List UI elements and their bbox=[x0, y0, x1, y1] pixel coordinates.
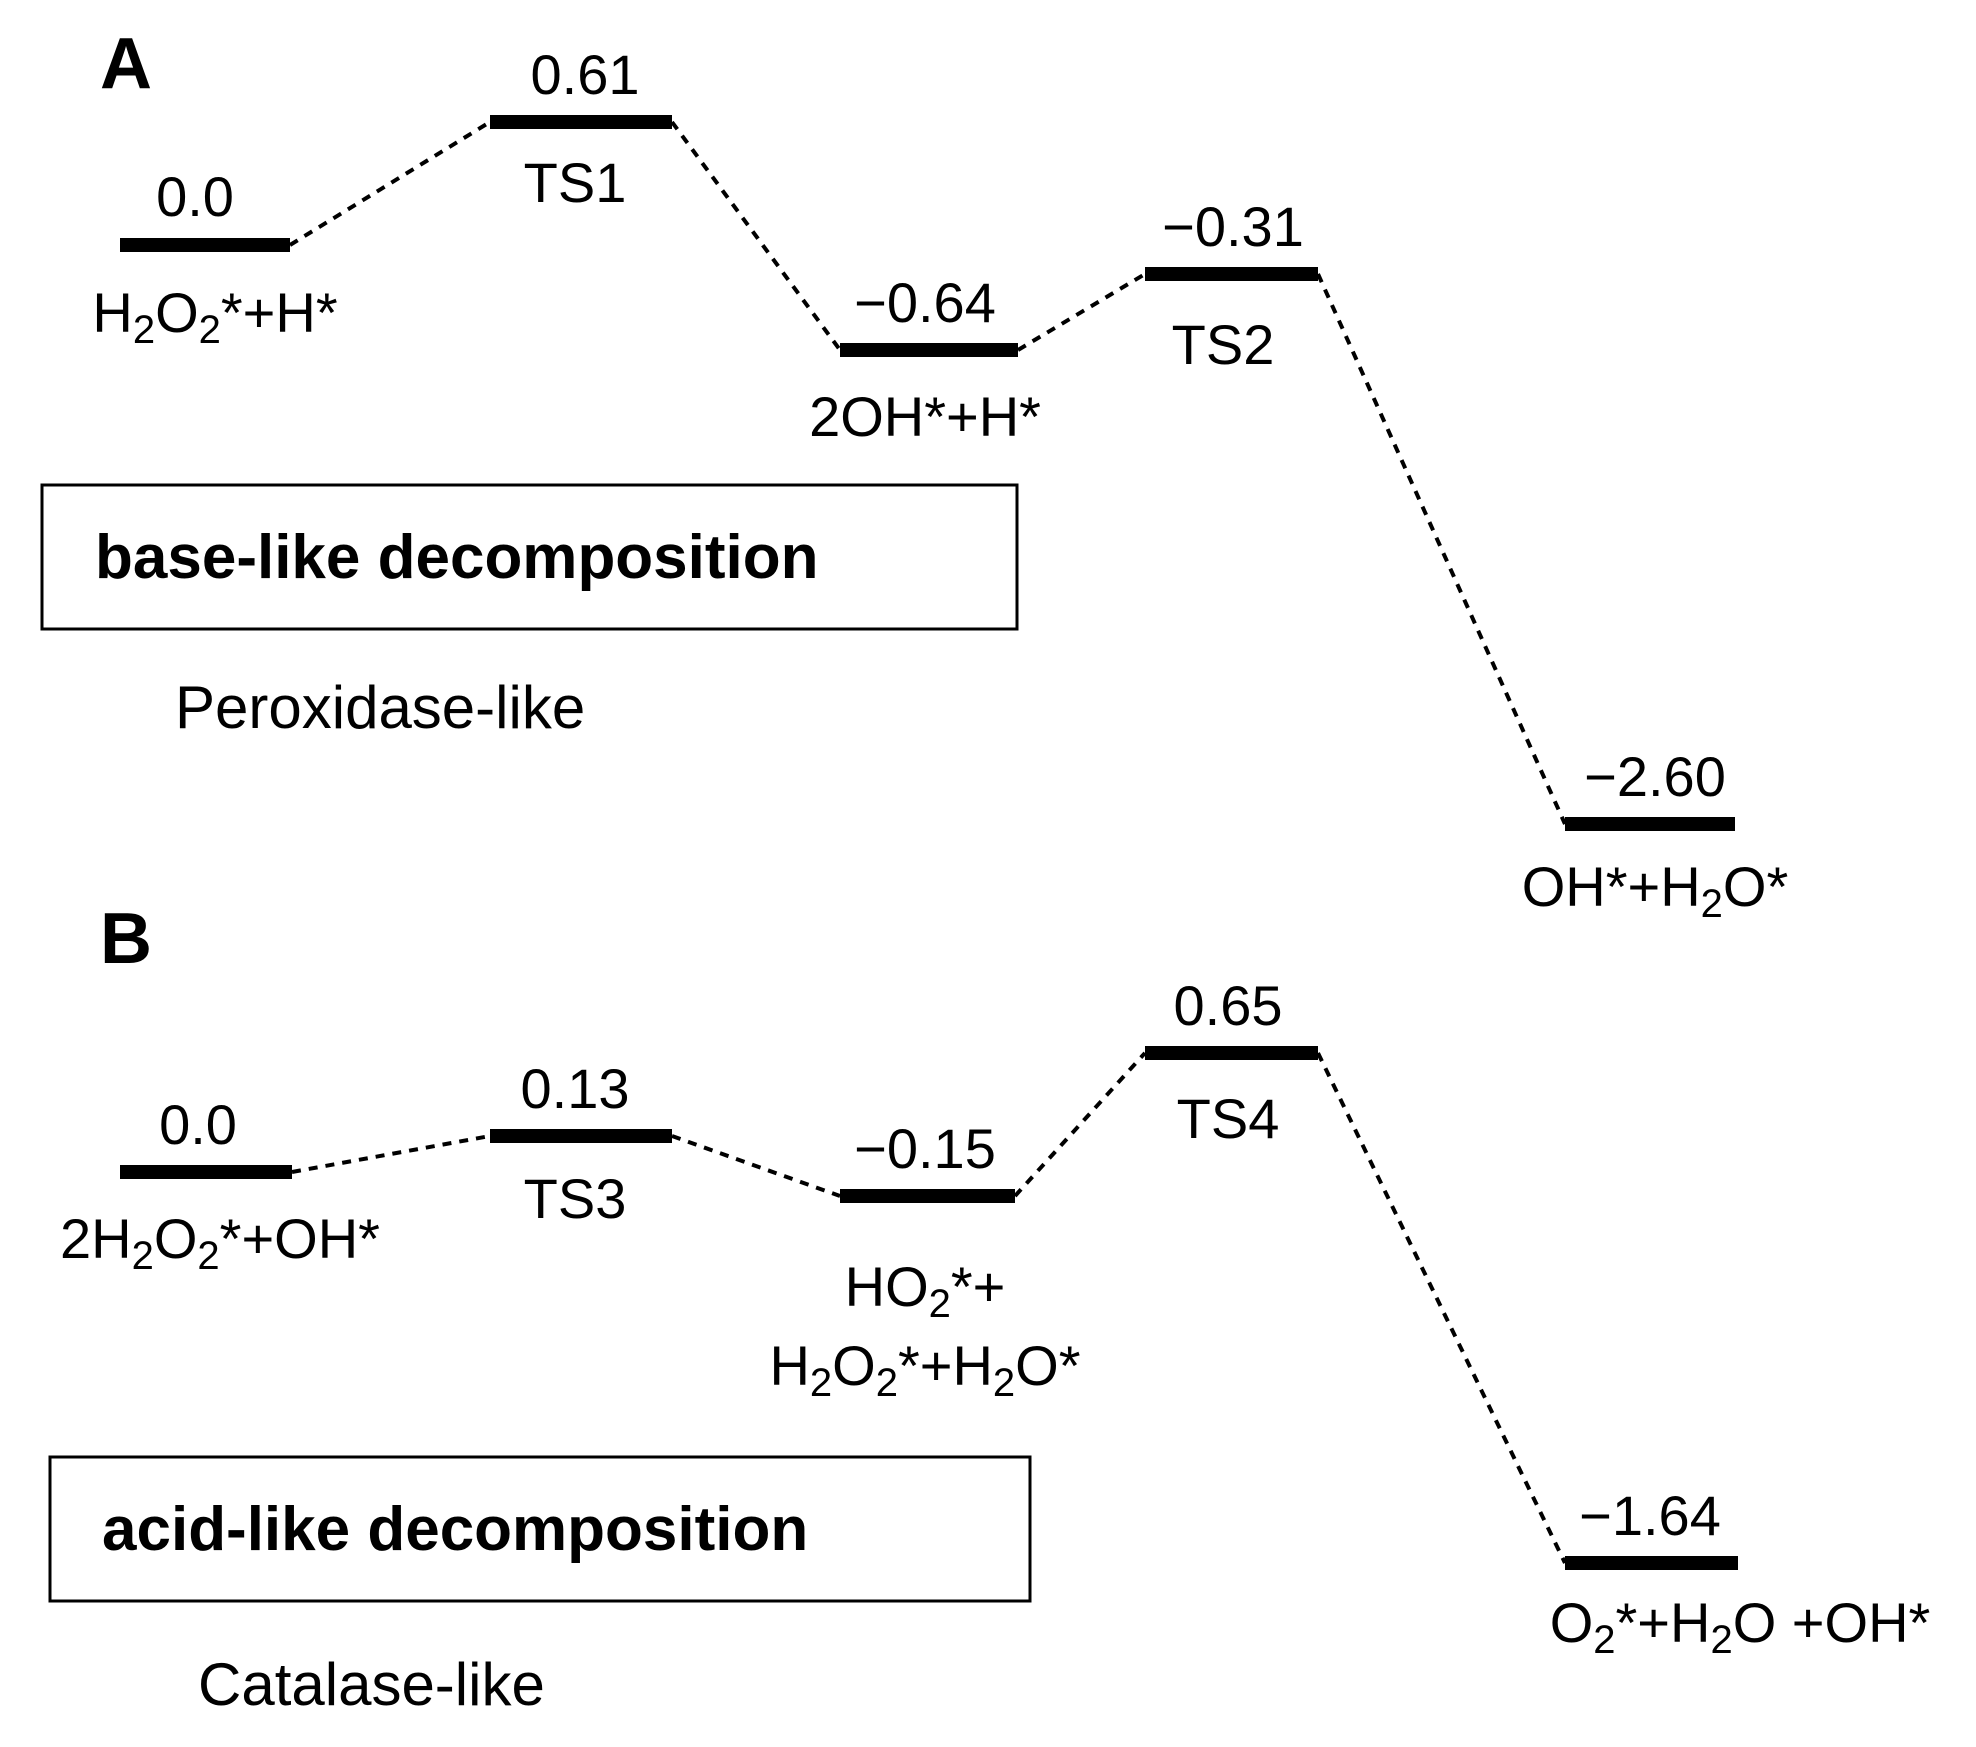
transition-state-label: TS4 bbox=[1177, 1087, 1280, 1150]
connector-b-3 bbox=[1013, 1051, 1147, 1198]
label-text: 2H bbox=[60, 1207, 132, 1270]
label-text: O bbox=[155, 281, 199, 344]
connector-b-2 bbox=[671, 1134, 841, 1198]
subscript: 2 bbox=[1710, 1618, 1732, 1662]
label-text: TS2 bbox=[1172, 313, 1275, 376]
energy-value: −0.31 bbox=[1162, 195, 1304, 258]
mechanism-title-a: base-like decomposition bbox=[95, 523, 819, 592]
level-a-1: 0.61 TS1 bbox=[490, 43, 672, 214]
label-text: O bbox=[154, 1207, 198, 1270]
panel-letter-b: B bbox=[100, 899, 152, 979]
species-label: HO2*+ bbox=[845, 1255, 1006, 1326]
level-b-0: 0.0 2H2O2*+OH* bbox=[60, 1093, 380, 1278]
label-text: O bbox=[832, 1334, 876, 1397]
subscript: 2 bbox=[929, 1282, 951, 1326]
level-a-3: −0.31 TS2 bbox=[1145, 195, 1318, 376]
label-text: *+H* bbox=[221, 281, 338, 344]
label-text: *+H bbox=[898, 1334, 993, 1397]
energy-value: 0.0 bbox=[159, 1093, 237, 1156]
enzyme-like-label-b: Catalase-like bbox=[198, 1651, 545, 1718]
label-text: TS3 bbox=[524, 1167, 627, 1230]
connector-a-2 bbox=[670, 120, 842, 352]
label-text: OH*+H bbox=[1522, 855, 1701, 918]
level-a-4: −2.60 OH*+H2O* bbox=[1522, 745, 1789, 926]
level-b-2: −0.15 HO2*+ H2O2*+H2O* bbox=[769, 1117, 1080, 1405]
transition-state-label: TS3 bbox=[524, 1167, 627, 1230]
label-text: *+ bbox=[951, 1255, 1006, 1318]
subscript: 2 bbox=[197, 1234, 219, 1278]
panel-b: B 0.0 2H2O2*+OH* 0.13 TS3 −0.15 HO2*+ H2… bbox=[48, 899, 1931, 1718]
energy-value: 0.0 bbox=[156, 165, 234, 228]
subscript: 2 bbox=[133, 308, 155, 352]
label-text: TS1 bbox=[524, 151, 627, 214]
label-text: O bbox=[1550, 1591, 1594, 1654]
connector-a-1 bbox=[288, 120, 492, 247]
subscript: 2 bbox=[1701, 882, 1723, 926]
level-a-0: 0.0 H2O2*+H* bbox=[92, 165, 337, 352]
level-b-4: −1.64 O2*+H2O +OH* bbox=[1550, 1484, 1931, 1662]
label-text: O* bbox=[1723, 855, 1788, 918]
subscript: 2 bbox=[132, 1234, 154, 1278]
label-text: H bbox=[769, 1334, 809, 1397]
label-text: *+OH* bbox=[220, 1207, 380, 1270]
label-text: 2OH*+H* bbox=[809, 385, 1041, 448]
subscript: 2 bbox=[1593, 1618, 1615, 1662]
connector-a-4 bbox=[1316, 273, 1567, 825]
connector-b-1 bbox=[291, 1134, 491, 1174]
energy-value: −0.64 bbox=[854, 271, 996, 334]
transition-state-label: TS1 bbox=[524, 151, 627, 214]
level-b-1: 0.13 TS3 bbox=[490, 1057, 672, 1230]
subscript: 2 bbox=[993, 1361, 1015, 1405]
species-label: H2O2*+H* bbox=[92, 281, 337, 352]
enzyme-like-label-a: Peroxidase-like bbox=[175, 674, 585, 741]
energy-value: −1.64 bbox=[1579, 1484, 1721, 1547]
energy-value: −0.15 bbox=[854, 1117, 996, 1180]
label-text: O* bbox=[1015, 1334, 1080, 1397]
mechanism-box-b bbox=[48, 1455, 1032, 1603]
energy-value: 0.65 bbox=[1174, 974, 1283, 1037]
mechanism-box-a bbox=[40, 483, 1019, 631]
transition-state-label: TS2 bbox=[1172, 313, 1275, 376]
panel-letter-a: A bbox=[100, 24, 152, 104]
energy-value: 0.61 bbox=[531, 43, 640, 106]
energy-value: 0.13 bbox=[521, 1057, 630, 1120]
connector-a-3 bbox=[1016, 272, 1147, 352]
species-label-line2: H2O2*+H2O* bbox=[769, 1334, 1080, 1405]
label-text: O +OH* bbox=[1733, 1591, 1931, 1654]
energy-value: −2.60 bbox=[1584, 745, 1726, 808]
subscript: 2 bbox=[810, 1361, 832, 1405]
subscript: 2 bbox=[876, 1361, 898, 1405]
label-text: HO bbox=[845, 1255, 929, 1318]
panel-a: A 0.0 H2O2*+H* 0.61 TS1 −0.64 2OH*+H* −0… bbox=[40, 24, 1789, 926]
species-label: 2OH*+H* bbox=[809, 385, 1041, 448]
species-label: 2H2O2*+OH* bbox=[60, 1207, 380, 1278]
mechanism-title-b: acid-like decomposition bbox=[102, 1495, 808, 1564]
label-text: TS4 bbox=[1177, 1087, 1280, 1150]
species-label: OH*+H2O* bbox=[1522, 855, 1789, 926]
label-text: H bbox=[92, 281, 132, 344]
subscript: 2 bbox=[199, 308, 221, 352]
level-a-2: −0.64 2OH*+H* bbox=[809, 271, 1041, 448]
label-text: *+H bbox=[1616, 1591, 1711, 1654]
level-b-3: 0.65 TS4 bbox=[1145, 974, 1318, 1150]
connector-b-4 bbox=[1316, 1052, 1567, 1564]
species-label: O2*+H2O +OH* bbox=[1550, 1591, 1931, 1662]
